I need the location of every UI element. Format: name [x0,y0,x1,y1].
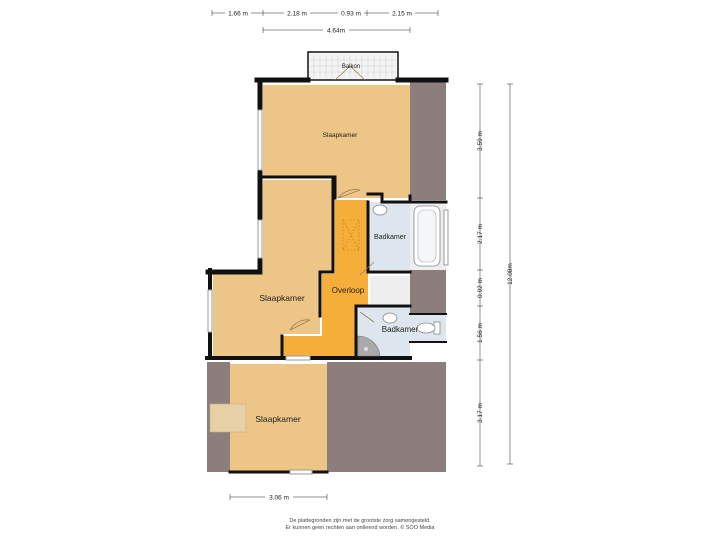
dim-right-2: 2.17 m [477,224,484,244]
window-bottom [289,469,313,475]
balcony-tiles [310,55,396,78]
storage-floor [370,276,410,304]
disclaimer-line-2: Er kunnen geen rechten aan ontleend word… [285,525,435,531]
wall-bathroom-top [366,192,448,274]
door-bathroom-top [359,261,375,276]
dimension-labels-top: 1.66 m 2.18 m 0.93 m 2.15 m 4.64m [225,9,415,35]
label-bedroom-bottom: Slaapkamer [255,414,301,424]
exterior-zone-right-top [410,80,446,200]
disclaimer: De plattegronden zijn met de grootste zo… [0,518,720,532]
shower [357,335,381,357]
shower-drain [364,347,368,351]
room-labels: Balkon Slaapkamer Badkamer Slaapkamer Ov… [255,64,418,424]
wall-bedroom-mid-right [318,178,335,318]
door-bedroom-mid [289,319,311,331]
dim-right-total: 12.08m [507,263,514,285]
label-bathroom-bottom: Badkamer [382,325,419,334]
label-landing: Overloop [332,286,365,295]
dimension-lines-right [477,83,513,467]
staircase [342,219,360,251]
window-landing [285,355,311,361]
door-bedroom-top [337,189,361,199]
dimension-labels-right: 3.59 m 2.17 m 0.92 m 1.56 m 3.17 m 12.08… [477,131,514,423]
exterior-zone-right-mid [410,270,446,314]
door-balcony [334,65,366,81]
window-top-left [257,109,263,171]
dim-top-total: 4.64m [327,28,345,35]
dim-top-2: 2.18 m [287,11,307,18]
label-balcony: Balkon [342,64,360,70]
bathtub-inner [417,209,437,263]
sink-bottom [382,312,398,324]
sink-top [372,204,388,216]
bedroom-top-floor [263,85,410,198]
landing-floor [282,200,368,356]
toilet-bowl [416,322,436,334]
fixtures [209,204,441,433]
wall-bedroom-top-bottom [261,175,337,200]
dim-right-3: 0.92 m [477,278,484,298]
window-mid-left [257,219,263,259]
wall-bathroom-bottom [354,304,412,358]
dim-top-1: 1.66 m [228,11,248,18]
dim-top-3: 0.93 m [341,11,361,18]
window-bathroom-right [443,209,449,266]
window-left [207,289,213,333]
exterior-zone-bottom-right [327,362,446,472]
skylight [209,403,247,433]
disclaimer-line-1: De plattegronden zijn met de grootste zo… [289,518,431,524]
windows [207,109,449,475]
wall-bathroom-bottom-ext [409,313,447,343]
bedroom-mid-floor [213,180,332,356]
dim-right-1: 3.59 m [477,131,484,151]
dim-top-4: 2.15 m [392,11,412,18]
dim-bottom: 3.06 m [269,495,289,502]
label-bathroom-top: Badkamer [374,234,407,241]
bathroom-bottom-floor [356,306,446,360]
door-bathroom-bottom [359,311,375,323]
dim-right-4: 1.56 m [477,323,484,343]
dim-right-5: 3.17 m [477,403,484,423]
label-bedroom-mid: Slaapkamer [259,293,305,303]
doors [289,65,375,331]
outer-wall-left-mid [205,255,263,275]
rooms [213,51,446,472]
label-bedroom-top: Slaapkamer [323,132,359,139]
